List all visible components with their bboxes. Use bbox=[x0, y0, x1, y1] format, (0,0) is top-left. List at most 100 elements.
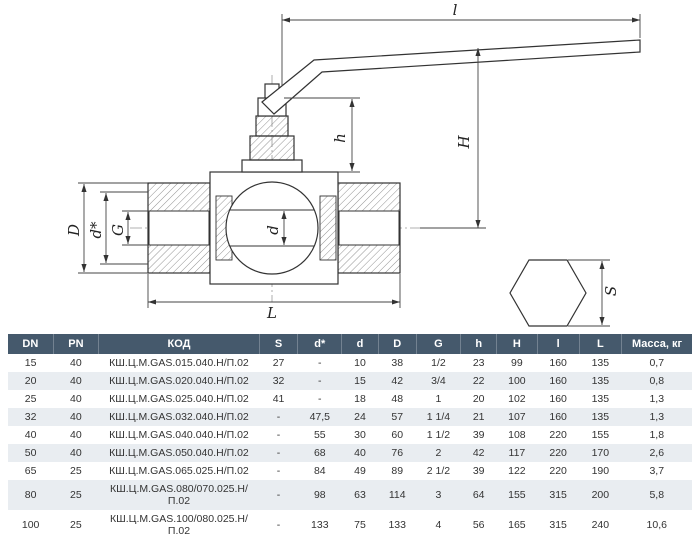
table-cell: 5,8 bbox=[649, 489, 665, 501]
table-cell: 89 bbox=[391, 465, 404, 477]
table-cell: 50 bbox=[24, 447, 37, 459]
table-cell: 155 bbox=[508, 489, 526, 501]
table-cell: 2 bbox=[435, 447, 442, 459]
table-cell: 64 bbox=[472, 489, 485, 501]
table-cell: 160 bbox=[549, 411, 567, 423]
col-header-d-star: d* bbox=[297, 334, 343, 354]
table-cell: 99 bbox=[511, 357, 523, 369]
seat-right bbox=[319, 195, 337, 261]
table-cell: 20 bbox=[24, 375, 37, 387]
table-cell: 4 bbox=[435, 519, 442, 531]
table-cell: 102 bbox=[508, 393, 526, 405]
table-cell: 135 bbox=[591, 411, 610, 423]
table-cell: 30 bbox=[354, 429, 366, 441]
table-cell: 49 bbox=[354, 465, 366, 477]
dim-label-h: h bbox=[331, 133, 349, 143]
table-cell: 25 bbox=[70, 489, 82, 501]
table-cell: 165 bbox=[508, 519, 526, 531]
col-header-l: l bbox=[537, 334, 580, 354]
table-cell: КШ.Ц.М.GAS.100/080.025.Н/П.02 bbox=[110, 513, 248, 537]
dimension-lines bbox=[78, 14, 641, 327]
table-cell: 1 1/2 bbox=[426, 429, 451, 441]
valve-body bbox=[147, 39, 641, 285]
valve-technical-drawing: l H h D d* G d L S bbox=[65, 1, 641, 327]
table-cell: 56 bbox=[472, 519, 485, 531]
dim-label-H: H bbox=[455, 135, 473, 150]
table-cell: 27 bbox=[272, 357, 285, 369]
table-cell: 200 bbox=[591, 489, 610, 501]
table-cell: КШ.Ц.М.GAS.025.040.Н/П.02 bbox=[109, 393, 249, 405]
table-cell: 2 1/2 bbox=[426, 465, 451, 477]
table-cell: 60 bbox=[391, 429, 404, 441]
table-cell: 18 bbox=[354, 393, 366, 405]
ball bbox=[225, 181, 319, 275]
col-header-G: G bbox=[416, 334, 462, 354]
table-cell: 15 bbox=[24, 357, 37, 369]
table-cell: 39 bbox=[472, 429, 485, 441]
table-cell: 40 bbox=[354, 447, 366, 459]
table-cell: 160 bbox=[549, 393, 567, 405]
table-cell: 48 bbox=[391, 393, 404, 405]
table-header: DN PN КОД S d* d D G h H l L Масса, кг bbox=[8, 334, 692, 354]
table-cell: 40 bbox=[70, 375, 82, 387]
table-cell: 10 bbox=[354, 357, 366, 369]
table-cell: 65 bbox=[24, 465, 37, 477]
table-cell: 63 bbox=[354, 489, 366, 501]
table-cell: 40 bbox=[70, 429, 82, 441]
table-cell: 220 bbox=[549, 465, 567, 477]
table-cell: 220 bbox=[549, 429, 567, 441]
table-cell: 108 bbox=[508, 429, 526, 441]
gland-nut bbox=[255, 115, 289, 137]
table-cell: 3 bbox=[435, 489, 442, 501]
table-cell: 100 bbox=[508, 375, 526, 387]
handle-lever bbox=[261, 39, 641, 115]
table-cell: 107 bbox=[508, 411, 526, 423]
table-cell: 40 bbox=[70, 447, 82, 459]
dim-label-L: L bbox=[266, 304, 277, 322]
table-cell: 0,7 bbox=[649, 357, 665, 369]
table-cell: КШ.Ц.М.GAS.015.040.Н/П.02 bbox=[109, 357, 249, 369]
table-cell: 22 bbox=[472, 375, 485, 387]
table-cell: 1 bbox=[435, 393, 442, 405]
table-cell: 220 bbox=[549, 447, 567, 459]
table-cell: 155 bbox=[591, 429, 610, 441]
table-cell: 20 bbox=[472, 393, 485, 405]
table-cell: 190 bbox=[591, 465, 610, 477]
table-cell: 170 bbox=[591, 447, 610, 459]
table-cell: - bbox=[276, 519, 281, 531]
col-header-mass: Масса, кг bbox=[621, 334, 692, 354]
table-cell: 100 bbox=[21, 519, 40, 531]
table-cell: 240 bbox=[591, 519, 610, 531]
dim-label-d: d bbox=[264, 225, 282, 235]
table-cell: КШ.Ц.М.GAS.065.025.Н/П.02 bbox=[109, 465, 249, 477]
table-cell: 98 bbox=[313, 489, 326, 501]
table-cell: 21 bbox=[472, 411, 485, 423]
table-cell: 41 bbox=[272, 393, 285, 405]
col-header-H: H bbox=[496, 334, 538, 354]
table-cell: 80 bbox=[24, 489, 37, 501]
col-header-code: КОД bbox=[98, 334, 260, 354]
table-cell: 40 bbox=[70, 393, 82, 405]
table-cell: 57 bbox=[391, 411, 404, 423]
table-cell: 25 bbox=[24, 393, 37, 405]
table-cell: КШ.Ц.М.GAS.032.040.Н/П.02 bbox=[109, 411, 249, 423]
table-cell: 3/4 bbox=[431, 375, 446, 387]
table-cell: 40 bbox=[70, 411, 82, 423]
table-cell: 42 bbox=[472, 447, 485, 459]
dim-label-S: S bbox=[602, 286, 620, 296]
table-cell: 1,8 bbox=[649, 429, 665, 441]
dim-label-l: l bbox=[453, 1, 458, 19]
table-cell: 117 bbox=[508, 447, 526, 459]
table-cell: 76 bbox=[391, 447, 404, 459]
dim-label-D: D bbox=[65, 224, 83, 237]
table-cell: КШ.Ц.М.GAS.050.040.Н/П.02 bbox=[109, 447, 249, 459]
table-cell: 38 bbox=[391, 357, 404, 369]
